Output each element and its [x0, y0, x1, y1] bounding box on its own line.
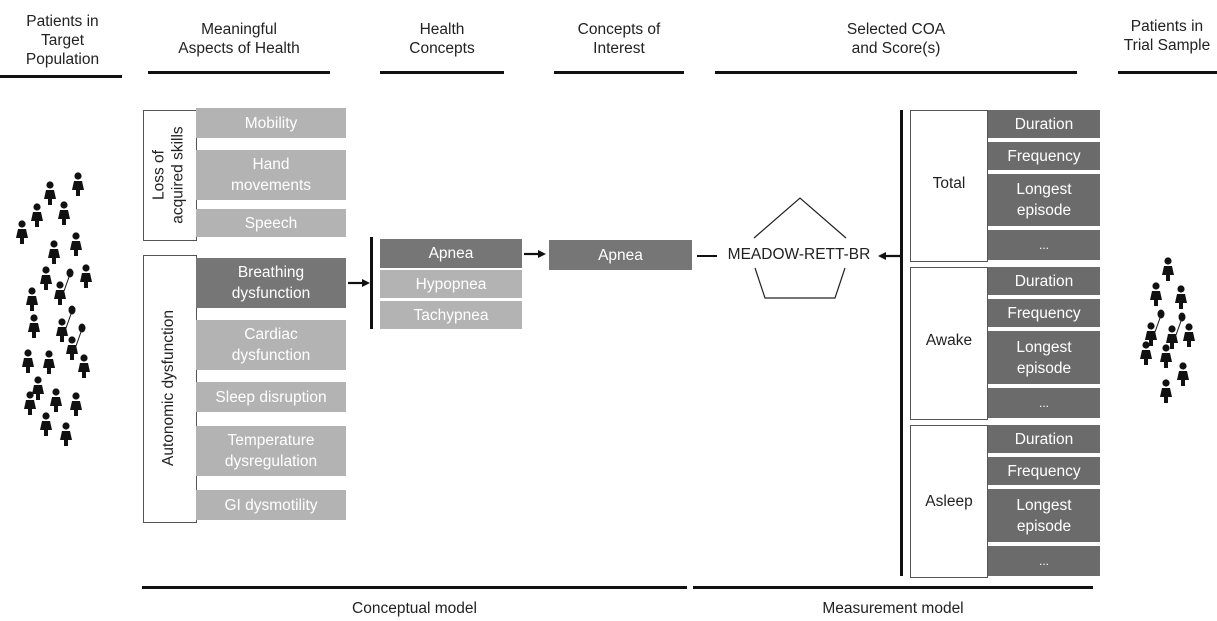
header-target-population: Patients in Target Population — [25, 13, 100, 68]
aspect-breathing-dysfunction: Breathing dysfunction — [196, 258, 346, 308]
person-with-balloon-icon — [1166, 312, 1186, 349]
trial-sample-people — [1140, 257, 1195, 403]
person-icon — [1162, 257, 1174, 281]
aspect-cardiac-dysfunction: Cardiac dysfunction — [196, 320, 346, 370]
concept-tachypnea: Tachypnea — [380, 301, 522, 329]
rule-target-population — [0, 75, 122, 78]
concept-of-interest-apnea: Apnea — [549, 240, 692, 270]
rule-meaningful-aspects — [148, 71, 330, 74]
autonomic-frame — [143, 255, 197, 523]
person-icon — [43, 350, 55, 374]
aspect-mobility: Mobility — [196, 108, 346, 138]
person-icon — [16, 220, 28, 244]
aspect-hand-movements: Hand movements — [196, 150, 346, 200]
target-population-people — [16, 172, 92, 446]
person-icon — [1140, 341, 1152, 365]
person-icon — [1150, 282, 1162, 306]
rule-health-concepts — [380, 71, 504, 74]
bracket-scores — [900, 110, 903, 576]
aspect-gi-dysmotility: GI dysmotility — [196, 490, 346, 520]
person-icon — [72, 172, 84, 196]
header-meaningful-aspects: Meaningful Aspects of Health — [178, 21, 300, 57]
person-icon — [80, 264, 92, 288]
rule-measurement-model — [693, 586, 1093, 589]
person-icon — [28, 314, 40, 338]
coa-pentagon — [753, 197, 847, 299]
footer-conceptual-model: Conceptual model — [352, 600, 477, 617]
person-icon — [1160, 379, 1172, 403]
score-total-longest-episode: Longest episode — [988, 174, 1100, 226]
rule-selected-coa — [715, 71, 1077, 74]
footer-measurement-model: Measurement model — [822, 600, 964, 617]
person-icon — [60, 422, 72, 446]
person-icon — [31, 203, 43, 227]
score-group-awake-label: Awake — [925, 332, 973, 349]
connector-coi-to-coa — [697, 255, 717, 257]
rule-conceptual-model — [142, 586, 687, 589]
person-with-balloon-icon — [54, 268, 74, 305]
concept-hypopnea: Hypopnea — [380, 270, 522, 298]
header-trial-sample: Patients in Trial Sample — [1123, 18, 1211, 54]
score-total-frequency: Frequency — [988, 142, 1100, 170]
person-with-balloon-icon — [66, 323, 86, 360]
person-icon — [40, 412, 52, 436]
person-icon — [70, 232, 82, 256]
person-icon — [1160, 344, 1172, 368]
score-group-asleep-frame — [910, 425, 988, 578]
person-icon — [50, 388, 62, 412]
person-icon — [44, 181, 56, 205]
person-icon — [48, 240, 60, 264]
person-icon — [22, 349, 34, 373]
score-total-more: ... — [988, 230, 1100, 260]
aspect-sleep-disruption: Sleep disruption — [196, 382, 346, 412]
score-group-asleep-label: Asleep — [925, 493, 973, 510]
score-group-awake-frame — [910, 267, 988, 420]
score-awake-frequency: Frequency — [988, 299, 1100, 327]
person-icon — [32, 376, 44, 400]
rule-trial-sample — [1118, 71, 1217, 74]
score-awake-duration: Duration — [988, 267, 1100, 295]
score-asleep-duration: Duration — [988, 425, 1100, 453]
score-asleep-longest-episode: Longest episode — [988, 489, 1100, 542]
person-icon — [78, 354, 90, 378]
header-selected-coa: Selected COA and Score(s) — [846, 21, 946, 57]
person-icon — [24, 391, 36, 415]
person-icon — [40, 266, 52, 290]
person-icon — [1183, 323, 1195, 347]
score-group-total-frame — [910, 110, 988, 262]
person-with-balloon-icon — [56, 305, 76, 342]
person-icon — [26, 287, 38, 311]
coa-name: MEADOW-RETT-BR — [727, 246, 871, 263]
score-asleep-frequency: Frequency — [988, 457, 1100, 485]
score-total-duration: Duration — [988, 110, 1100, 138]
concept-apnea: Apnea — [380, 239, 522, 268]
person-icon — [58, 201, 70, 225]
rule-concepts-of-interest — [554, 71, 684, 74]
score-awake-longest-episode: Longest episode — [988, 331, 1100, 384]
bracket-health-concepts — [370, 237, 373, 329]
person-icon — [1177, 362, 1189, 386]
score-group-total-label: Total — [932, 175, 966, 192]
aspect-temperature-dysregulation: Temperature dysregulation — [196, 426, 346, 476]
person-icon — [70, 392, 82, 416]
header-health-concepts: Health Concepts — [409, 21, 475, 57]
person-with-balloon-icon — [1145, 309, 1165, 346]
score-asleep-more: ... — [988, 546, 1100, 576]
person-icon — [1175, 285, 1187, 309]
aspect-speech: Speech — [196, 209, 346, 237]
score-awake-more: ... — [988, 388, 1100, 418]
header-concepts-of-interest: Concepts of Interest — [577, 21, 661, 57]
